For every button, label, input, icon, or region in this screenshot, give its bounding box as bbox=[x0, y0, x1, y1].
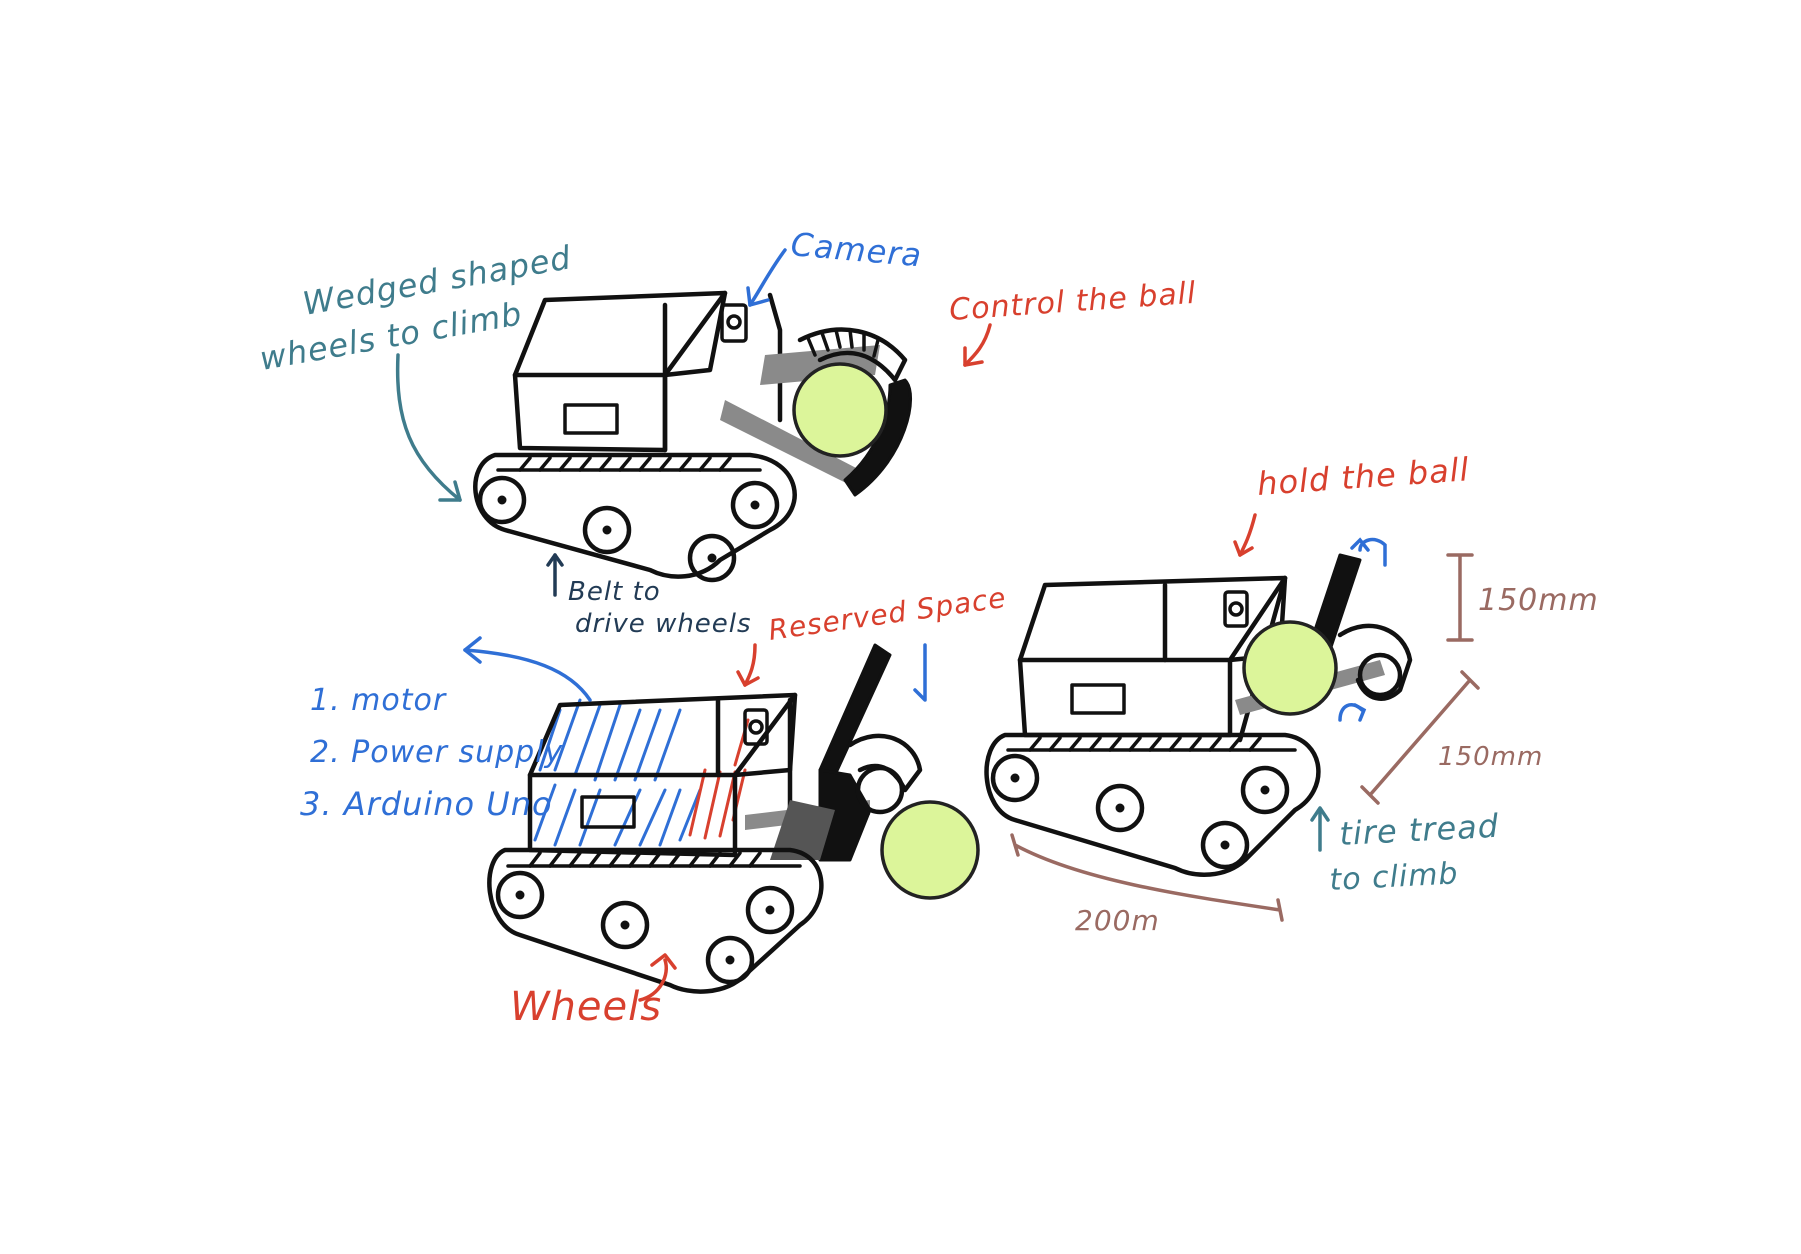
robot-bl-wheels bbox=[495, 870, 795, 985]
robot-top-wheels bbox=[477, 475, 780, 583]
robot-right-panel bbox=[1070, 683, 1126, 715]
robot-right-wheels bbox=[990, 753, 1290, 870]
arrow-down-reserved bbox=[913, 643, 927, 702]
robot-top-panel bbox=[563, 403, 619, 435]
labels: Wedged shaped wheels to climb Camera Con… bbox=[257, 225, 1599, 1030]
label-tread-1: tire tread bbox=[1338, 807, 1500, 853]
arrow-control bbox=[963, 323, 992, 367]
label-wheels: Wheels bbox=[510, 984, 662, 1030]
rotation-arrows bbox=[1338, 537, 1387, 722]
dim-height bbox=[1446, 553, 1474, 642]
annotation-arrows bbox=[395, 248, 1330, 1002]
label-list-1: 1. motor bbox=[310, 683, 447, 718]
arrow-list bbox=[463, 648, 592, 702]
arrow-wedge bbox=[395, 353, 462, 502]
arrow-camera bbox=[748, 248, 787, 307]
robot-top-body bbox=[512, 290, 728, 453]
robot-bottom-left bbox=[487, 643, 980, 994]
robot-bl-ball bbox=[880, 800, 980, 900]
label-width: 200m bbox=[1075, 904, 1160, 937]
label-tread-2: to climb bbox=[1329, 856, 1460, 898]
label-hold-ball: hold the ball bbox=[1256, 450, 1471, 503]
label-camera: Camera bbox=[789, 225, 923, 274]
robot-bl-hatch-blue bbox=[533, 698, 702, 847]
robot-bl-tread bbox=[487, 847, 824, 994]
arrow-wheels bbox=[638, 958, 668, 1002]
label-height: 150mm bbox=[1478, 583, 1599, 618]
dim-depth bbox=[1360, 670, 1480, 805]
label-list-3: 3. Arduino Uno bbox=[300, 785, 553, 823]
robot-bl-panel bbox=[580, 795, 636, 829]
robot-top-tread bbox=[473, 452, 797, 583]
robot-bl-body bbox=[527, 692, 798, 858]
dimension-lines bbox=[1010, 553, 1480, 922]
label-belt-1: Belt to bbox=[568, 577, 661, 607]
label-depth: 150mm bbox=[1438, 742, 1543, 772]
robot-right-ball bbox=[1242, 620, 1338, 716]
robot-top-ball bbox=[792, 362, 888, 458]
label-control-ball: Control the ball bbox=[948, 276, 1197, 328]
label-list-2: 2. Power supply bbox=[310, 735, 564, 770]
robot-right bbox=[984, 537, 1413, 877]
dim-width bbox=[1010, 833, 1284, 922]
label-reserved-space: Reserved Space bbox=[766, 581, 1008, 647]
label-belt-2: drive wheels bbox=[575, 609, 752, 639]
robot-top bbox=[473, 290, 913, 583]
robot-right-tread bbox=[984, 732, 1321, 877]
robot-top-camera bbox=[720, 292, 783, 423]
robot-bl-arm bbox=[745, 643, 923, 862]
